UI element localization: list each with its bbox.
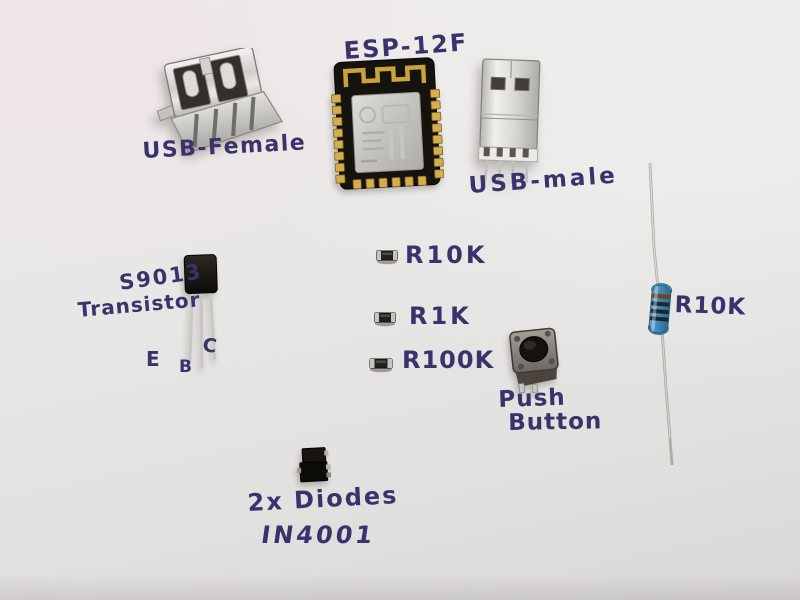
smd-resistor-100k (367, 354, 395, 374)
smd-diodes-1n4001 (292, 445, 342, 489)
usb-male-shell (479, 58, 541, 150)
esp12f-antenna (342, 64, 427, 88)
esp12f-castellated-pads (331, 88, 444, 190)
esp12f-shield-can (351, 91, 424, 174)
usb-female-connector (145, 48, 295, 163)
esp12f-label: ESP-12F (342, 28, 470, 65)
diodes-label-line2: IN4001 (259, 521, 378, 549)
transistor-legs (188, 290, 217, 369)
axial-resistor-10k (625, 158, 745, 473)
push-button (504, 322, 568, 394)
usb-male-pins (483, 160, 529, 185)
resistor-body (647, 283, 673, 335)
esp12f-module (330, 52, 444, 192)
smd-resistor-1k (372, 308, 398, 328)
smd-resistor-10k-label: R10K (405, 241, 488, 269)
resistor-color-bands (649, 293, 671, 322)
transistor-pin-e-label: E (146, 347, 160, 371)
transistor-body (183, 254, 218, 294)
usb-male-base-notches (483, 147, 529, 158)
smd-resistor-100k-label: R100K (402, 346, 495, 374)
smd-resistor-10k (374, 246, 400, 266)
transistor-pin-c-label: C (201, 334, 219, 358)
push-button-label-line2: Button (507, 408, 603, 436)
usb-male-window (490, 76, 506, 91)
usb-male-window (514, 77, 530, 92)
axial-resistor-label: R10K (674, 292, 747, 321)
diodes-label-line1: 2x Diodes (246, 481, 400, 517)
transistor-pin-b-label: B (179, 357, 192, 377)
usb-male-connector (468, 55, 554, 190)
esp12f-shield-markings (359, 104, 410, 163)
s9013-transistor (140, 250, 240, 375)
usb-female-shell (156, 48, 284, 154)
smd-resistor-1k-label: R1K (409, 302, 472, 330)
